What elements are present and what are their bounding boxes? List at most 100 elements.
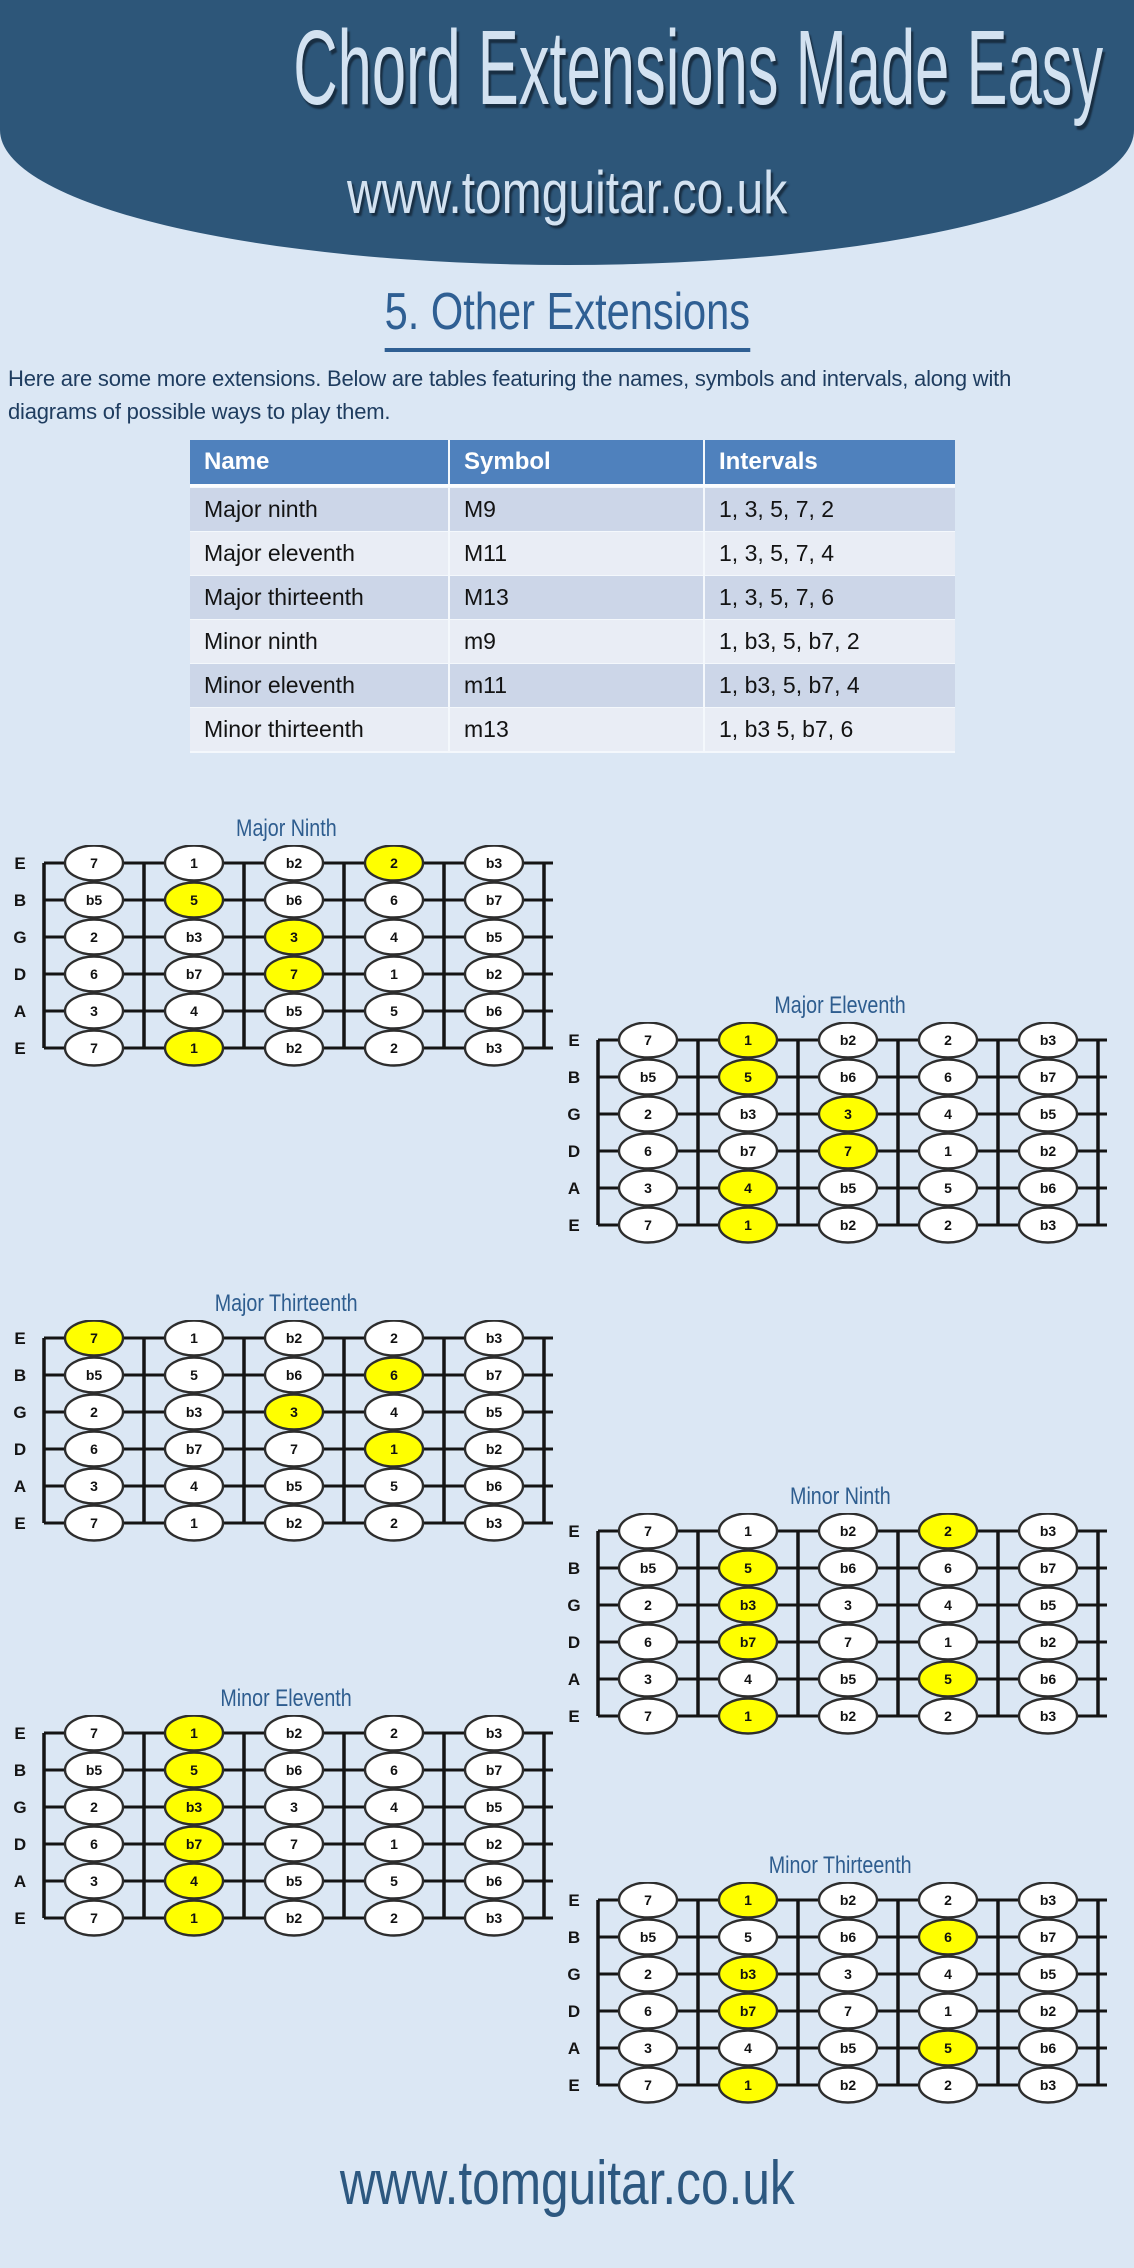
- note-interval-label: 1: [190, 1725, 198, 1741]
- table-cell: Major ninth: [190, 488, 450, 531]
- note-oval: [63, 1788, 125, 1826]
- note-interval-label: 4: [944, 1597, 952, 1613]
- note-interval-label: b3: [486, 855, 503, 871]
- note-interval-label: b5: [840, 1671, 857, 1687]
- note-interval-label: 6: [644, 2003, 652, 2019]
- note-interval-label: b7: [1040, 1069, 1057, 1085]
- note-oval: [463, 955, 525, 993]
- note-interval-label: b3: [486, 1725, 503, 1741]
- note-interval-label: 2: [944, 1892, 952, 1908]
- string-label: E: [568, 1522, 579, 1541]
- note-oval: [263, 1430, 325, 1468]
- note-oval: [1017, 1022, 1079, 1059]
- note-interval-label: b3: [1040, 1032, 1057, 1048]
- note-interval-label: b7: [1040, 1560, 1057, 1576]
- note-oval: [917, 2066, 979, 2104]
- note-oval: [63, 1715, 125, 1752]
- note-interval-label: b5: [840, 1180, 857, 1196]
- note-interval-label: 2: [90, 1404, 98, 1420]
- note-interval-label: b7: [740, 2003, 757, 2019]
- note-oval: [617, 1955, 679, 1993]
- note-oval: [917, 1549, 979, 1587]
- note-oval: [617, 1623, 679, 1661]
- note-oval: [463, 1899, 525, 1937]
- note-interval-label: b2: [286, 1040, 303, 1056]
- note-interval-label: 1: [390, 966, 398, 982]
- note-oval: [817, 1955, 879, 1993]
- note-oval: [463, 1715, 525, 1752]
- note-oval: [263, 1862, 325, 1900]
- note-oval: [363, 1504, 425, 1542]
- note-interval-label: b6: [840, 1069, 857, 1085]
- diagram-title: Major Thirteenth: [214, 1290, 358, 1317]
- note-interval-label: 2: [644, 1106, 652, 1122]
- note-oval: [63, 955, 125, 993]
- note-oval: [63, 845, 125, 882]
- note-oval: [163, 1862, 225, 1900]
- note-oval: [363, 1029, 425, 1067]
- note-interval-label: 7: [844, 1143, 852, 1159]
- note-interval-label: 3: [644, 1180, 652, 1196]
- note-oval: [163, 845, 225, 882]
- note-oval: [1017, 2029, 1079, 2067]
- note-interval-label: 6: [90, 1836, 98, 1852]
- string-label: E: [568, 1707, 579, 1726]
- note-oval: [263, 1320, 325, 1357]
- string-label: E: [568, 2076, 579, 2095]
- note-oval: [263, 1751, 325, 1789]
- note-interval-label: b6: [486, 1478, 503, 1494]
- note-oval: [917, 1586, 979, 1624]
- note-interval-label: 3: [644, 2040, 652, 2056]
- note-interval-label: 6: [944, 1069, 952, 1085]
- note-interval-label: 3: [290, 1799, 298, 1815]
- note-oval: [163, 1467, 225, 1505]
- note-oval: [63, 1320, 125, 1357]
- note-interval-label: b3: [486, 1330, 503, 1346]
- table-cell: Major eleventh: [190, 532, 450, 575]
- note-interval-label: 1: [744, 1217, 752, 1233]
- footer-site-url: www.tomguitar.co.uk: [339, 2149, 795, 2218]
- note-oval: [463, 992, 525, 1030]
- note-oval: [363, 1862, 425, 1900]
- note-interval-label: b6: [286, 1762, 303, 1778]
- note-interval-label: b7: [186, 966, 203, 982]
- note-interval-label: b2: [286, 1910, 303, 1926]
- note-interval-label: b6: [1040, 1180, 1057, 1196]
- note-oval: [63, 1393, 125, 1431]
- note-interval-label: b6: [1040, 1671, 1057, 1687]
- note-interval-label: 2: [390, 1910, 398, 1926]
- note-oval: [717, 1992, 779, 2030]
- note-oval: [463, 1393, 525, 1431]
- table-cell: Minor ninth: [190, 620, 450, 663]
- diagram-title: Minor Ninth: [789, 1483, 891, 1510]
- note-oval: [617, 1058, 679, 1096]
- note-interval-label: 6: [944, 1929, 952, 1945]
- note-oval: [463, 1356, 525, 1394]
- note-oval: [363, 1320, 425, 1357]
- note-interval-label: 1: [190, 1515, 198, 1531]
- note-interval-label: b3: [1040, 1523, 1057, 1539]
- note-interval-label: b2: [840, 1892, 857, 1908]
- table-cell: 1, b3, 5, b7, 4: [719, 672, 860, 698]
- string-label: G: [567, 1105, 580, 1124]
- note-interval-label: 7: [90, 855, 98, 871]
- diagram-title: Major Eleventh: [774, 992, 906, 1019]
- note-interval-label: 1: [390, 1441, 398, 1457]
- note-interval-label: 6: [644, 1634, 652, 1650]
- table-cell: M9: [450, 488, 705, 531]
- note-oval: [1017, 1132, 1079, 1170]
- note-oval: [617, 1549, 679, 1587]
- note-interval-label: 2: [944, 1708, 952, 1724]
- note-interval-label: 7: [90, 1910, 98, 1926]
- note-interval-label: b5: [286, 1003, 303, 1019]
- header-site-line: www.tomguitar.co.uk: [0, 158, 1134, 227]
- note-oval: [1017, 1918, 1079, 1956]
- note-oval: [1017, 1697, 1079, 1735]
- note-oval: [63, 1029, 125, 1067]
